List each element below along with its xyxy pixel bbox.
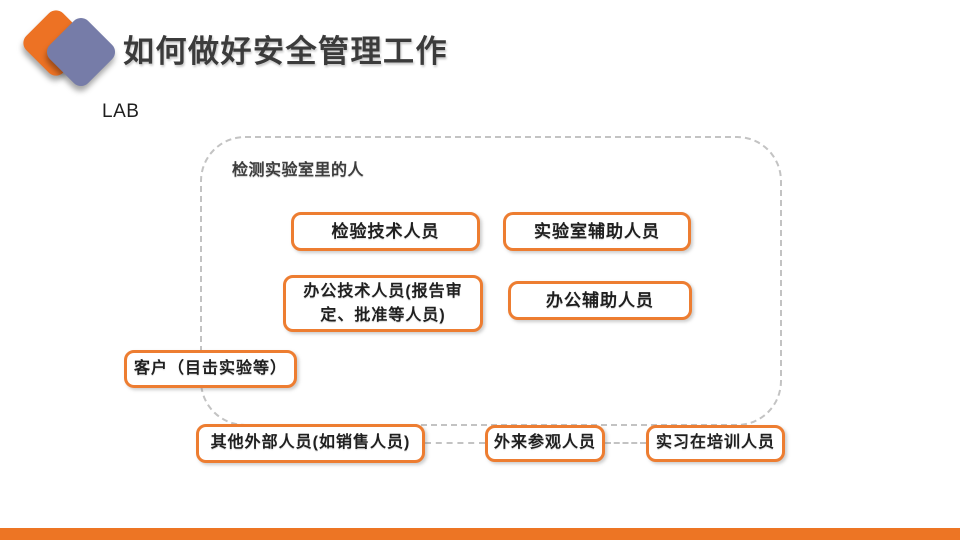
- node-office-assistant-staff: 办公辅助人员: [508, 281, 692, 320]
- slide-title: 如何做好安全管理工作: [123, 34, 448, 69]
- node-inspection-tech-staff: 检验技术人员: [291, 212, 480, 251]
- node-customer: 客户（目击实验等）: [124, 350, 297, 388]
- node-other-external-staff: 其他外部人员(如销售人员): [196, 424, 425, 463]
- node-office-tech-staff: 办公技术人员(报告审 定、批准等人员): [283, 275, 483, 332]
- node-visitors: 外来参观人员: [485, 425, 605, 462]
- node-trainees: 实习在培训人员: [646, 425, 785, 462]
- node-office-tech-line1: 办公技术人员(报告审: [303, 283, 463, 301]
- node-lab-assistant-staff: 实验室辅助人员: [503, 212, 691, 251]
- lab-label: LAB: [102, 101, 140, 122]
- dashed-connector: [425, 442, 485, 444]
- footer-accent-bar: [0, 528, 960, 540]
- group-label: 检测实验室里的人: [232, 162, 365, 179]
- node-office-tech-line2: 定、批准等人员): [320, 306, 446, 324]
- dashed-connector: [605, 442, 646, 444]
